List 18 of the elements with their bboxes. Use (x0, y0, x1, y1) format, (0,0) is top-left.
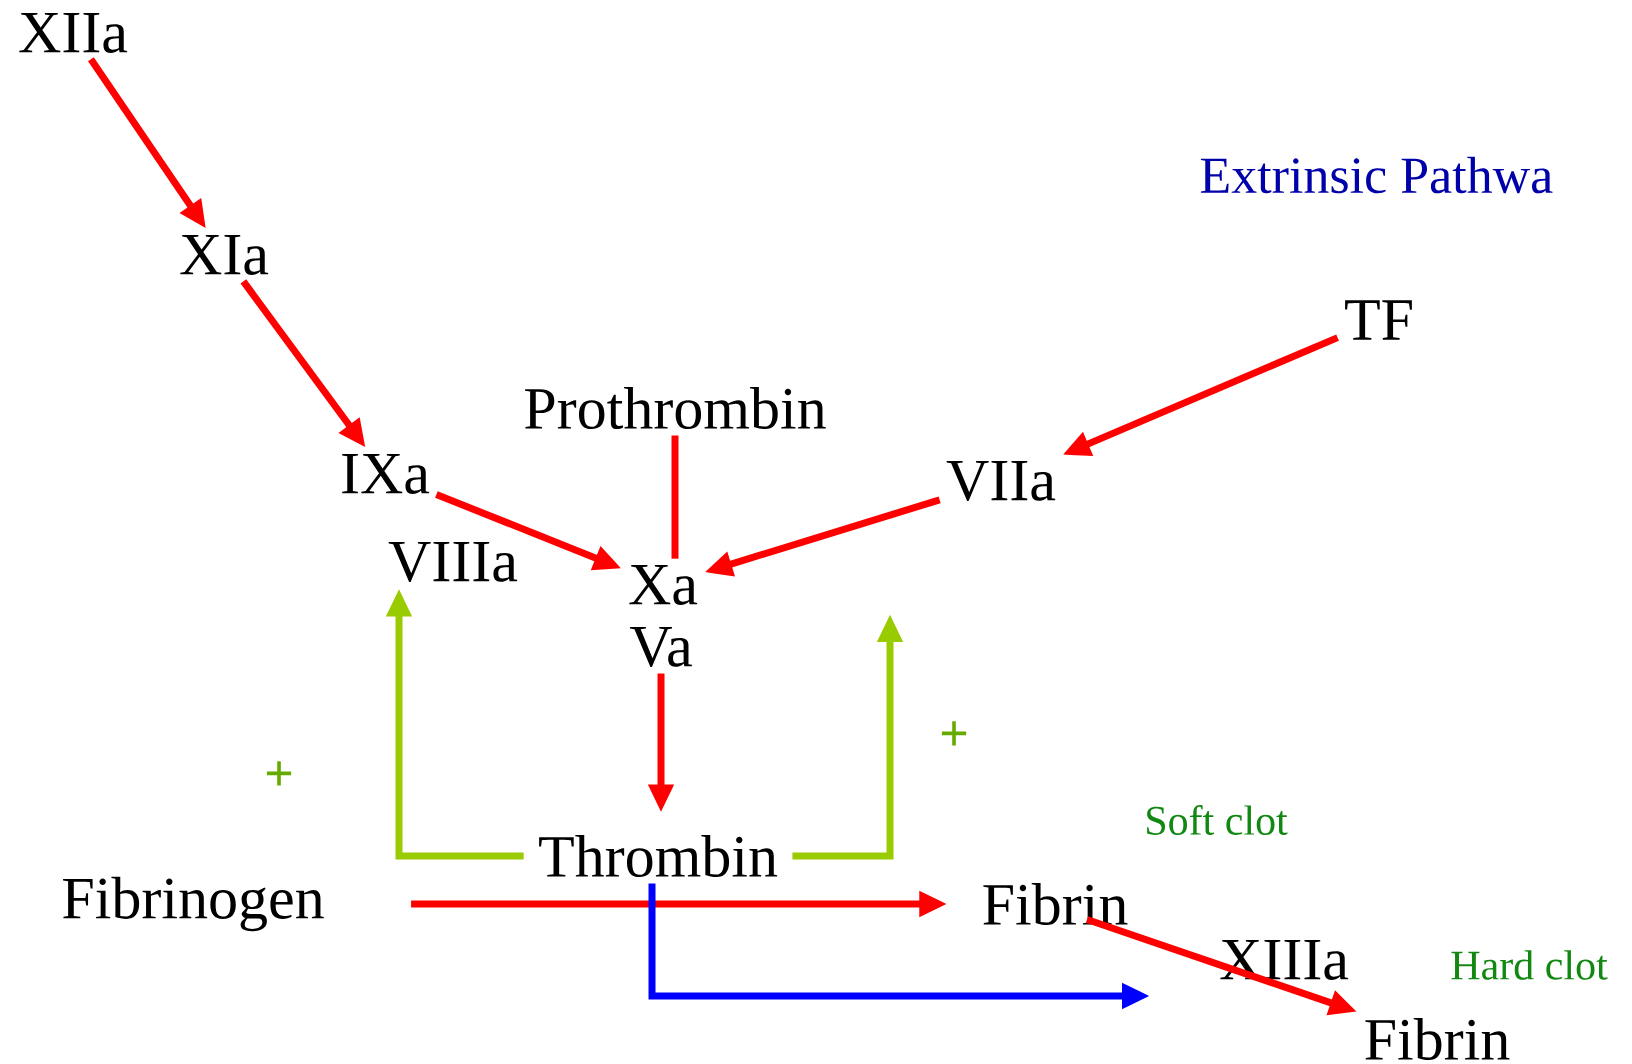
factor-label: TF (1345, 300, 1412, 340)
factor-label: XIIa (19, 13, 128, 53)
factor-label: Fibrinogen (63, 876, 324, 932)
clot-label: Soft clot (1147, 805, 1288, 835)
factor-label: IXa (342, 454, 430, 494)
factor-label: Fibrin (1365, 1017, 1510, 1061)
factor-label: VIIa (946, 460, 1056, 502)
pathway-label: Extrinsic Pathwa (1200, 156, 1553, 194)
factor-label: Va (630, 626, 692, 668)
factor-label: VIIIa (388, 541, 518, 583)
plus-sign: + (941, 721, 967, 746)
factor-label: Thrombin (539, 834, 778, 878)
factor-label: Prothrombin (525, 386, 826, 430)
factor-label: XIa (180, 235, 269, 275)
factor-label: Fibrin (983, 882, 1128, 926)
factor-label: Xa (629, 565, 698, 605)
clot-label: Hard clot (1451, 950, 1608, 980)
plus-sign: + (266, 761, 292, 786)
